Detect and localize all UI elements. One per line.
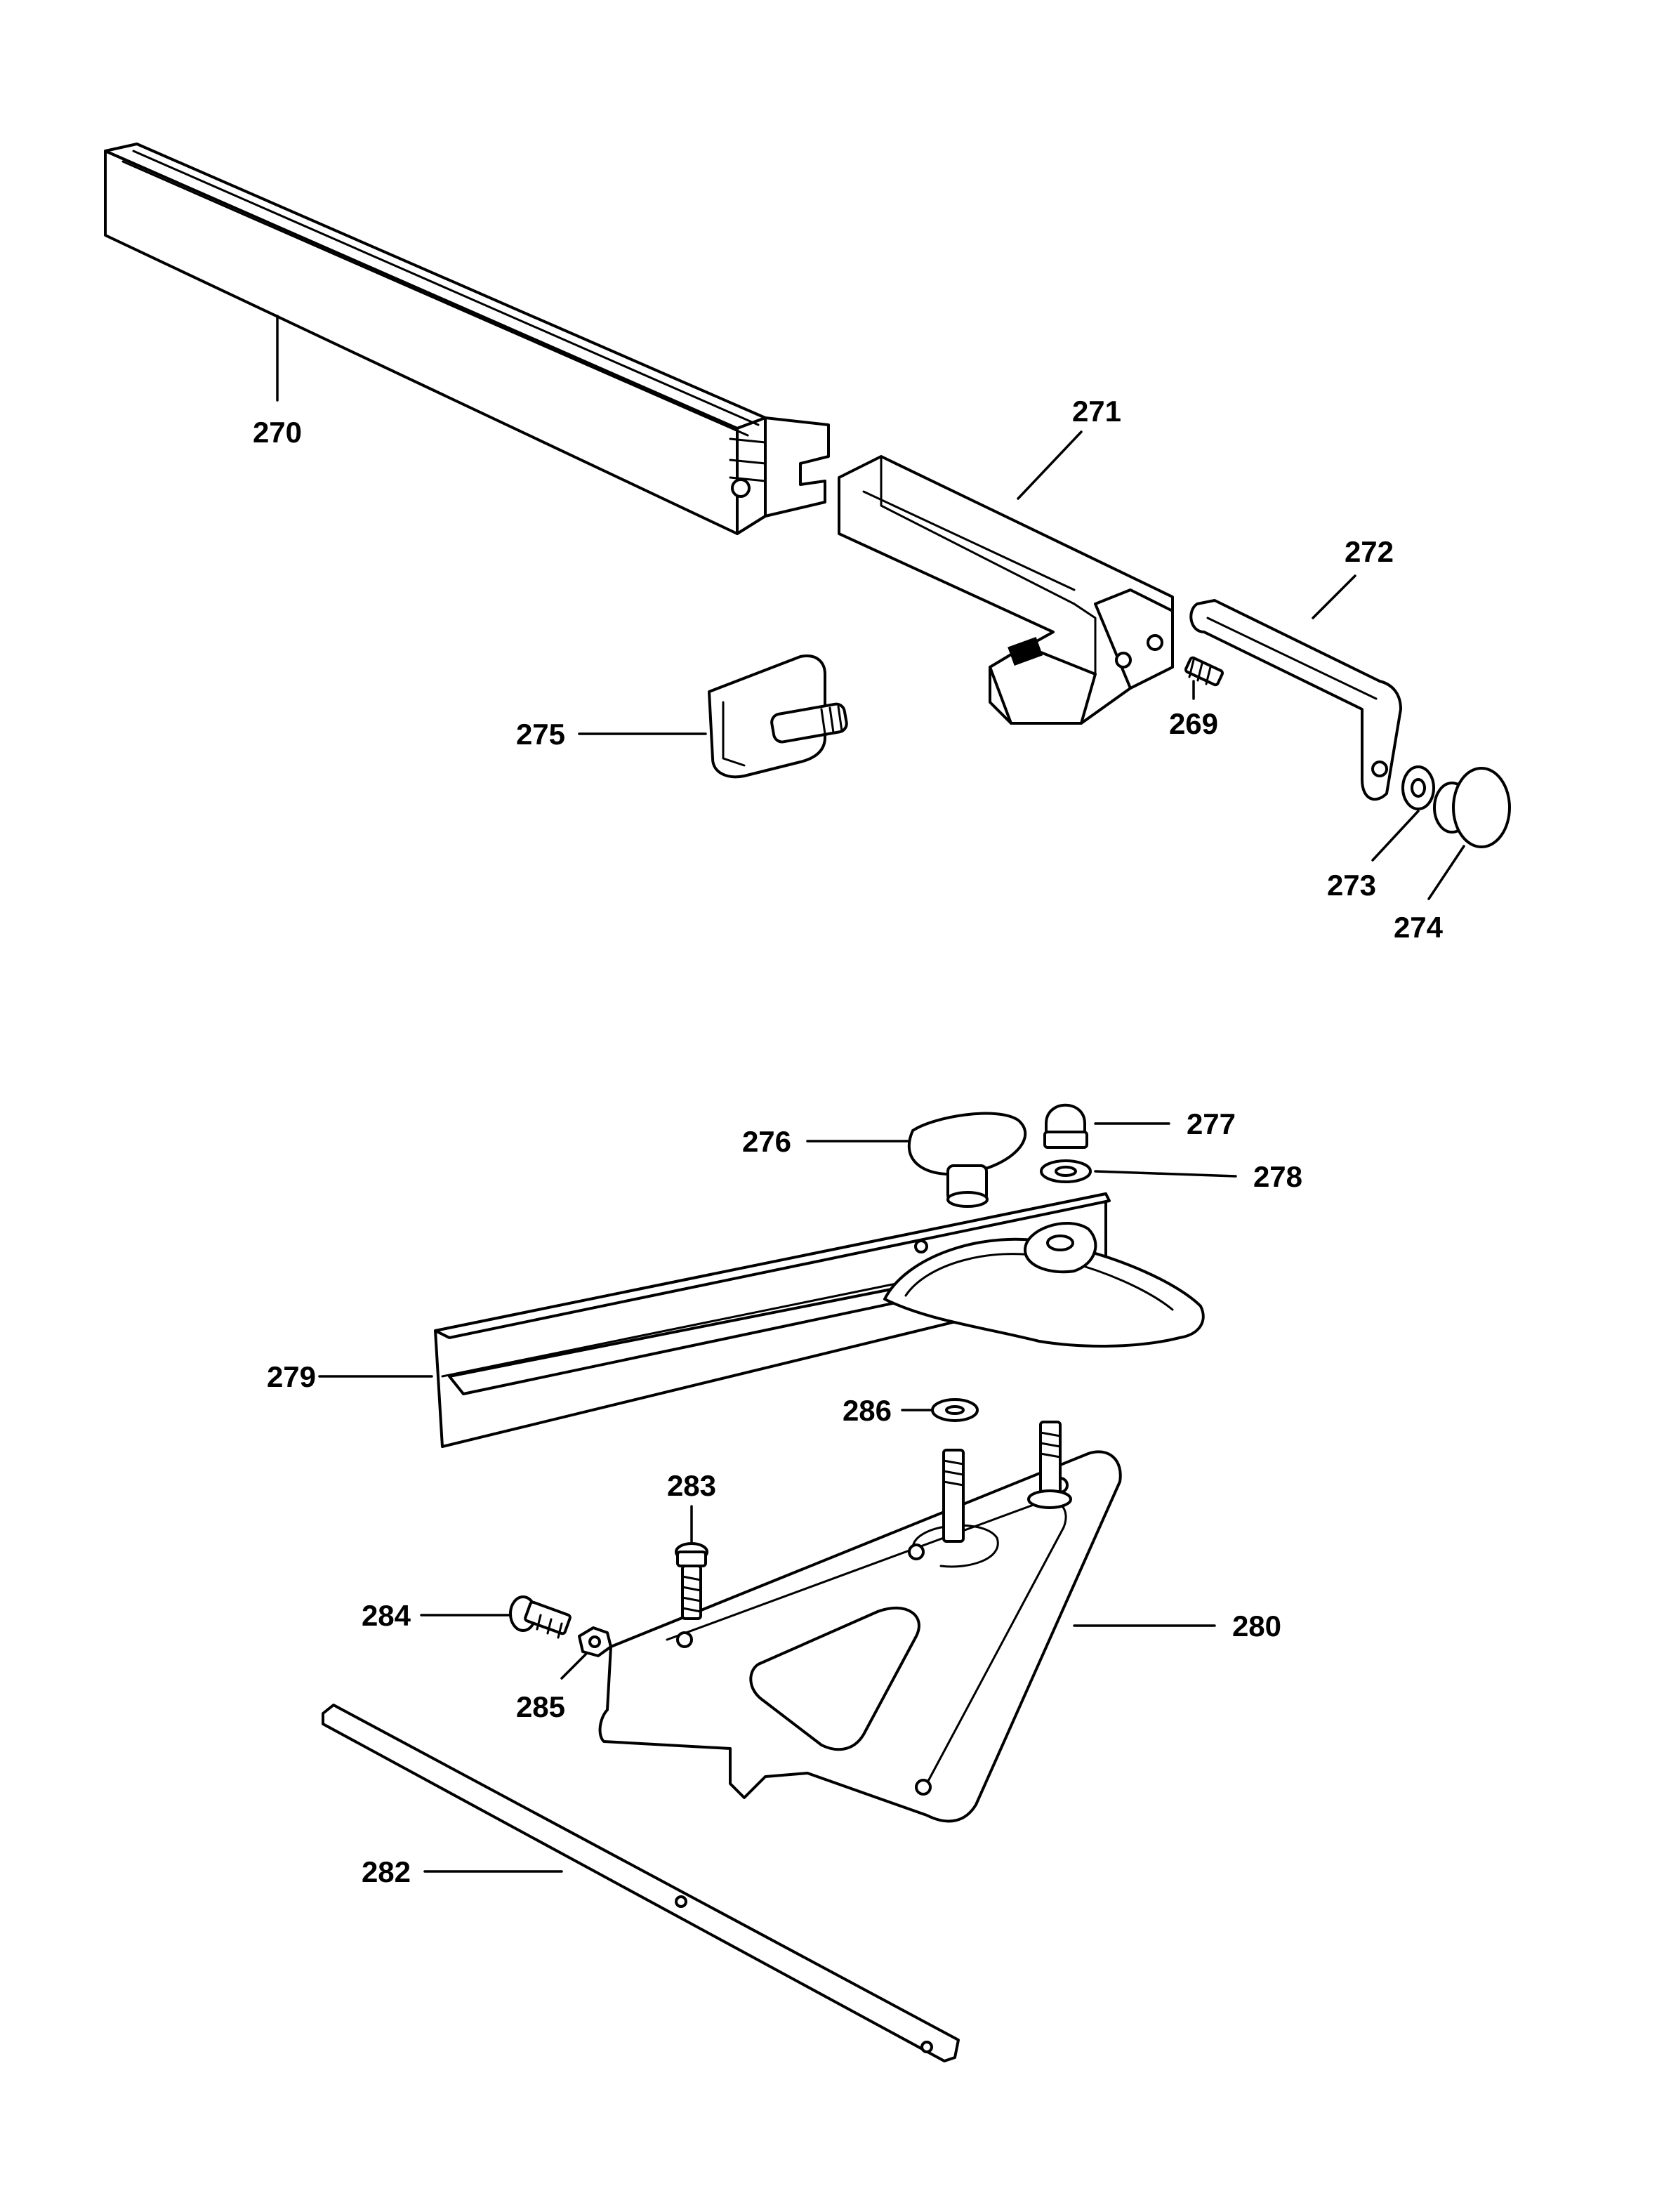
part-271-fence-bracket [838, 455, 1174, 725]
part-277-acorn-nut [1043, 1103, 1088, 1149]
leader-272 [1312, 574, 1356, 619]
callout-286: 286 [843, 1394, 892, 1427]
part-283-screw [675, 1542, 708, 1620]
part-284-bolt [509, 1595, 572, 1639]
callout-283: 283 [667, 1469, 716, 1502]
callout-278: 278 [1253, 1160, 1302, 1193]
callout-269: 269 [1169, 707, 1218, 740]
callout-272: 272 [1345, 535, 1394, 568]
leader-278 [1094, 1170, 1237, 1178]
part-270-fence-rail [104, 143, 830, 535]
leader-271 [1017, 430, 1083, 500]
part-286-washer [931, 1398, 979, 1422]
callout-270: 270 [253, 416, 302, 449]
callout-275: 275 [516, 718, 565, 751]
callout-276: 276 [742, 1125, 791, 1158]
part-285-hex-nut [578, 1626, 612, 1657]
callout-282: 282 [362, 1855, 411, 1888]
part-275-guide-block [708, 654, 848, 779]
callout-285: 285 [516, 1690, 565, 1723]
part-282-flat-bar [322, 1704, 960, 2062]
callout-labels: 270 271 272 269 275 273 274 276 277 278 … [253, 395, 1444, 1888]
part-269-set-screw [1184, 656, 1224, 687]
leader-285 [560, 1652, 588, 1680]
callout-279: 279 [267, 1360, 316, 1393]
part-279-miter-gauge-head [434, 1192, 1205, 1448]
callout-277: 277 [1187, 1107, 1236, 1140]
callout-284: 284 [362, 1599, 411, 1632]
callout-273: 273 [1327, 869, 1376, 902]
part-280-miter-base [598, 1421, 1122, 1823]
part-278-washer [1040, 1159, 1092, 1183]
leader-273 [1371, 810, 1420, 862]
part-273-washer [1401, 765, 1435, 810]
part-276-t-knob [907, 1112, 1027, 1208]
callout-271: 271 [1072, 395, 1121, 428]
leader-274 [1427, 845, 1465, 900]
leader-lines [276, 315, 1465, 1873]
part-274-knob [1433, 767, 1511, 848]
callout-274: 274 [1394, 911, 1444, 944]
part-272-lock-handle [1189, 599, 1402, 801]
callout-280: 280 [1232, 1609, 1281, 1642]
